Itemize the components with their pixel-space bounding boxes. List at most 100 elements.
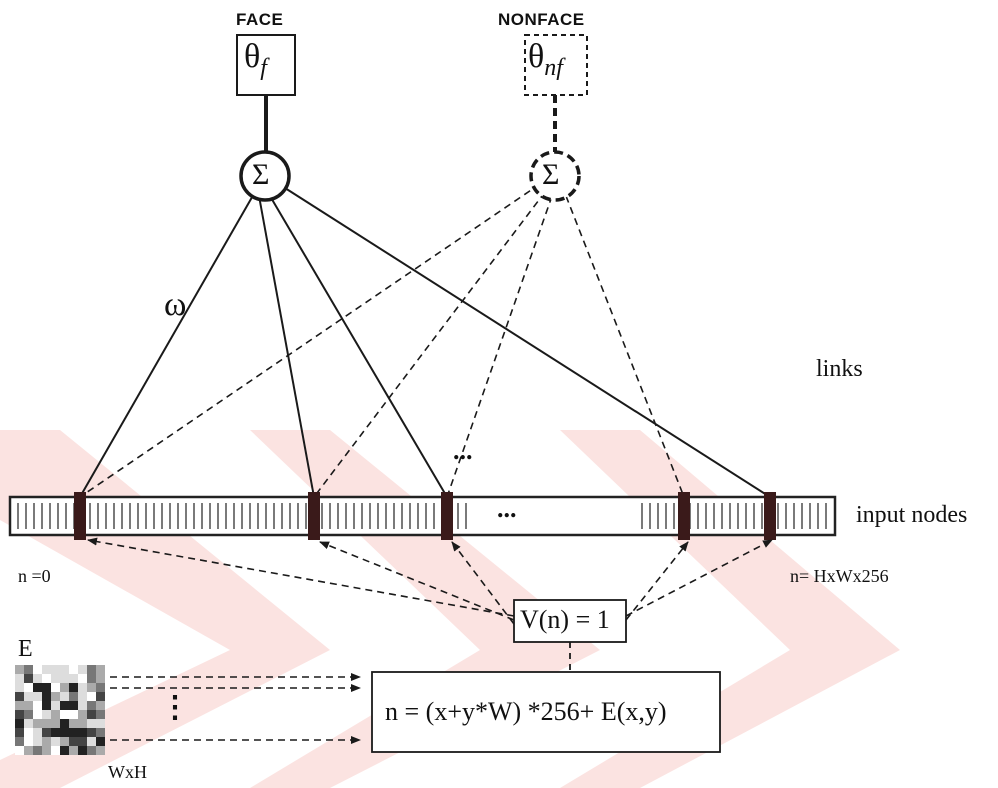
face-header: FACE (236, 10, 283, 30)
face-pixel (42, 665, 51, 674)
face-pixel (33, 701, 42, 710)
input-node-c (678, 492, 690, 540)
face-pixel (96, 728, 105, 737)
face-image (15, 665, 105, 755)
theta-symbol: θ (528, 38, 544, 75)
face-pixel (60, 719, 69, 728)
face-pixel (51, 674, 60, 683)
nonface-threshold-label: θnf (528, 38, 563, 82)
face-pixel (24, 746, 33, 755)
face-pixel (24, 701, 33, 710)
face-pixel (69, 674, 78, 683)
face-pixel (33, 692, 42, 701)
nonface-sum-symbol: Σ (542, 158, 559, 192)
face-pixel (87, 728, 96, 737)
input-node-bar (10, 497, 835, 535)
face-pixel (24, 683, 33, 692)
face-pixel (78, 674, 87, 683)
formula-label: n = (x+y*W) *256+ E(x,y) (385, 697, 667, 727)
nonface-header: NONFACE (498, 10, 585, 30)
weight-label: ω (164, 286, 186, 324)
face-pixel (51, 719, 60, 728)
face-pixel (24, 719, 33, 728)
face-pixel (87, 746, 96, 755)
input-node-0 (74, 492, 86, 540)
face-pixel (33, 746, 42, 755)
ellipsis-top: ... (453, 436, 473, 466)
size-label: WxH (108, 762, 147, 783)
face-pixel (69, 746, 78, 755)
face-pixel (96, 701, 105, 710)
face-pixel (69, 728, 78, 737)
face-threshold-label: θf (244, 38, 267, 82)
face-pixel (78, 746, 87, 755)
face-pixel (15, 737, 24, 746)
face-pixel (60, 728, 69, 737)
face-pixel (33, 737, 42, 746)
face-pixel (51, 737, 60, 746)
face-pixel (51, 746, 60, 755)
input-node-b (441, 492, 453, 540)
input-node-a (308, 492, 320, 540)
face-pixel (51, 683, 60, 692)
face-sum-symbol: Σ (252, 158, 269, 192)
face-pixel (96, 683, 105, 692)
face-pixel (24, 665, 33, 674)
face-pixel (69, 683, 78, 692)
face-pixel (15, 692, 24, 701)
face-pixel (42, 692, 51, 701)
face-pixel (78, 692, 87, 701)
face-pixel (24, 674, 33, 683)
face-pixel (51, 728, 60, 737)
face-pixel (96, 737, 105, 746)
face-pixel (96, 746, 105, 755)
face-pixel (42, 746, 51, 755)
face-pixel (78, 737, 87, 746)
n-end-label: n= HxWx256 (790, 566, 889, 587)
face-pixel (24, 737, 33, 746)
face-pixel (42, 701, 51, 710)
face-pixel (33, 728, 42, 737)
face-pixel (78, 701, 87, 710)
face-pixel (60, 674, 69, 683)
face-pixel (69, 719, 78, 728)
face-pixel (87, 737, 96, 746)
face-pixel (42, 719, 51, 728)
face-pixel (78, 719, 87, 728)
theta-symbol: θ (244, 38, 260, 75)
face-pixel (33, 719, 42, 728)
face-pixel (15, 701, 24, 710)
face-pixel (78, 710, 87, 719)
face-pixel (15, 710, 24, 719)
face-pixel (69, 665, 78, 674)
face-pixel (69, 692, 78, 701)
face-pixel (33, 674, 42, 683)
face-pixel (51, 701, 60, 710)
face-pixel (42, 737, 51, 746)
n-start-label: n =0 (18, 566, 51, 587)
face-pixel (42, 674, 51, 683)
face-pixel (15, 665, 24, 674)
theta-subscript: f (260, 55, 267, 81)
face-pixel (33, 710, 42, 719)
face-pixel (42, 683, 51, 692)
input-nodes-label: input nodes (856, 502, 967, 529)
face-pixel (33, 665, 42, 674)
face-pixel (60, 683, 69, 692)
face-pixel (60, 701, 69, 710)
theta-subscript: nf (544, 55, 563, 81)
face-pixel (96, 665, 105, 674)
input-node-end (764, 492, 776, 540)
face-pixel (87, 665, 96, 674)
face-pixel (51, 665, 60, 674)
face-pixel (24, 728, 33, 737)
face-pixel (96, 674, 105, 683)
face-pixel (51, 692, 60, 701)
face-pixel (87, 674, 96, 683)
ellipsis-bar: ... (497, 494, 517, 524)
value-box-label: V(n) = 1 (520, 605, 610, 635)
links-label: links (816, 356, 863, 383)
face-pixel (15, 746, 24, 755)
face-pixel (24, 710, 33, 719)
